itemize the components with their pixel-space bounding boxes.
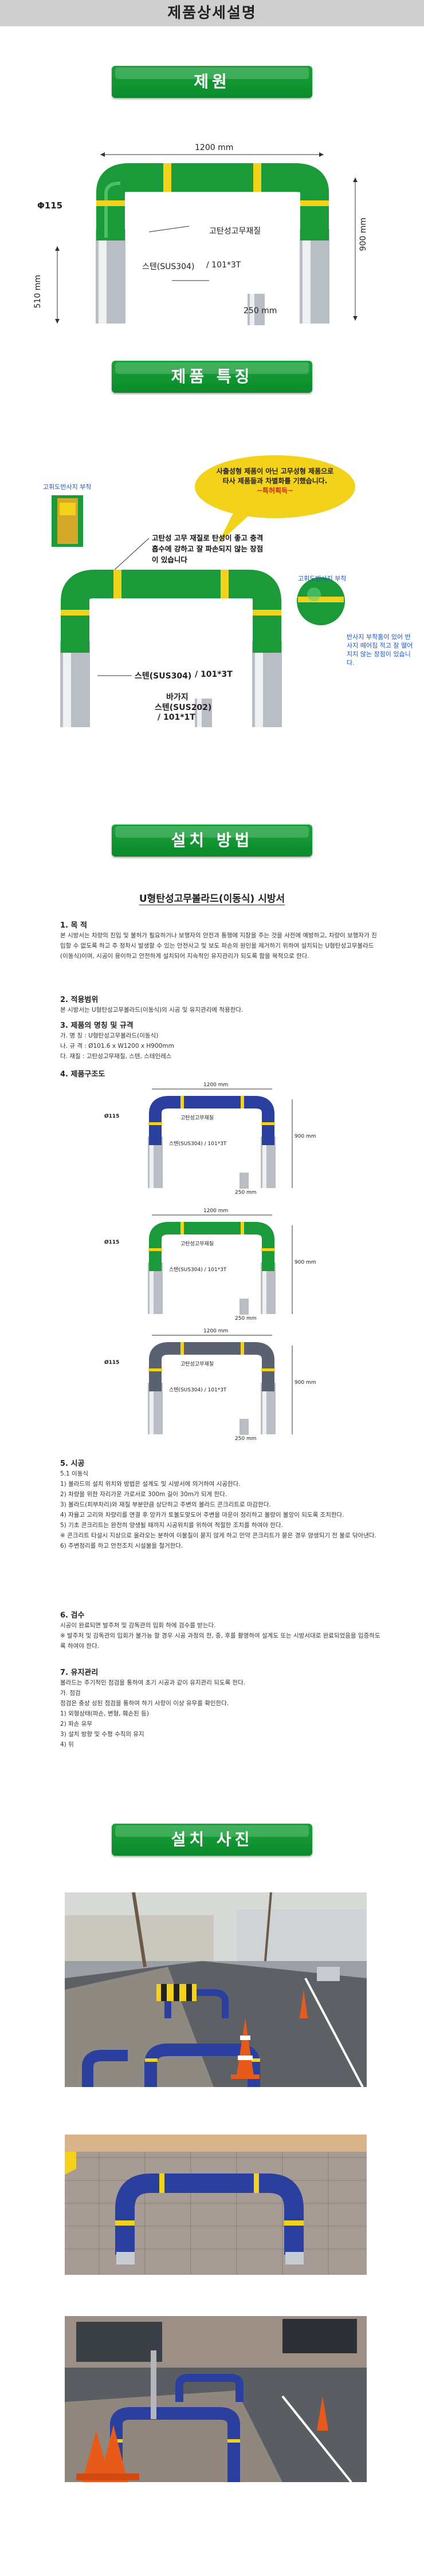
doc-s5-item: 6) 주변정리를 하고 안전조치 시설물을 철거한다.	[60, 1543, 183, 1549]
doc-s5-item: 3) 볼라드(피부차리)와 재질 부분만큼 상단하고 주변의 볼라드 콘크리트로…	[60, 1501, 271, 1508]
doc-s3-title: 3. 제품의 명칭 및 규격	[60, 1021, 134, 1030]
doc-s5-list: 5.1 이동식 1) 볼라드의 설치 위치와 방법은 설계도 및 시방서에 의거…	[60, 1469, 381, 1551]
doc-s5-item: 1) 볼라드의 설치 위치와 방법은 설계도 및 시방서에 의거하여 시공한다.	[60, 1481, 241, 1488]
feature-cap-steel: 스텐(SUS202)	[155, 703, 212, 712]
section-header-features: 제품 특징	[112, 361, 312, 393]
structure-steel-label: 스텐(SUS304) / 101*3T	[169, 1141, 227, 1147]
feature-cap-spec: / 101*1T	[158, 713, 195, 722]
feature-reflective-label: 고휘도반사지 부착	[43, 483, 92, 491]
doc-s7-item: 볼라드는 주기적인 점검을 통하여 초기 시공과 같이 유지관리 되도록 한다.	[60, 1679, 246, 1686]
section-header-spec: 제원	[112, 66, 312, 98]
spec-steel-spec: / 101*3T	[206, 261, 241, 270]
install-photo-cones	[65, 2316, 367, 2482]
feature-callout: 사출성형 제품이 아닌 고무성형 제품으로 타사 제품들과 차별화를 기했습니다…	[206, 467, 344, 496]
feature-diagram	[52, 455, 355, 727]
spec-material-label: 고탄성고무재질	[209, 227, 261, 236]
doc-s2-body: 본 시방서는 U형탄성고무볼라드(이동식)의 시공 및 유지관리에 적용한다.	[60, 1007, 244, 1013]
feature-steel-spec: / 101*3T	[195, 670, 233, 679]
section-install-label: 설치 방법	[171, 831, 253, 850]
structure-steel-label: 스텐(SUS304) / 101*3T	[169, 1267, 227, 1273]
spec-steel-label: 스텐(SUS304)	[142, 262, 195, 271]
feature-reflective-right: 고휘도반사지 부착	[298, 575, 347, 582]
doc-s6-item: 시공이 완료되면 발주처 및 감독관의 입회 하에 검수를 받는다.	[60, 1622, 216, 1629]
doc-s7-item: 3) 설치 방향 및 수평 수직의 유지	[60, 1731, 144, 1738]
feature-reflective-note: 반사지 부착홈이 있어 반사지 떼어짐 적고 잘 떨어지지 않는 장점이 있습니…	[347, 633, 413, 666]
callout-line-1: 사출성형 제품이 아닌 고무성형 제품으로	[216, 467, 334, 475]
structure-base-label: 250 mm	[235, 1190, 257, 1196]
spec-height-label: 900 mm	[359, 218, 368, 251]
doc-s7-item: 점검은 충상 성된 점검을 통하여 하기 사항이 이상 유무를 확인한다.	[60, 1700, 229, 1707]
structure-material-label: 고탄성고무재질	[180, 1115, 214, 1121]
doc-s5-item: ※ 콘크리트 타설시 지상으로 올라오는 분하여 이물질이 묻지 않게 하고 만…	[60, 1532, 376, 1539]
doc-s7-item: 가. 점검	[60, 1690, 81, 1697]
spec-base-height-label: 510 mm	[33, 275, 42, 309]
doc-s6-item: ※ 발주처 및 감독관의 입회가 불가능 할 경우 시공 과정의 전, 중, 후…	[60, 1632, 380, 1650]
install-photo-pavers	[65, 2135, 367, 2275]
structure-material-label: 고탄성고무재질	[180, 1362, 214, 1367]
doc-s6-list: 시공이 완료되면 발주처 및 감독관의 입회 하에 검수를 받는다. ※ 발주처…	[60, 1620, 381, 1651]
doc-s2-title: 2. 적용범위	[60, 996, 99, 1004]
structure-width-label: 1200 mm	[203, 1208, 229, 1214]
feature-rubber-text: 고탄성 고무 재질로 탄성이 좋고 충격 흡수에 강하고 잘 파손되지 않는 장…	[152, 534, 264, 564]
doc-s7-item: 2) 파손 유무	[60, 1721, 93, 1727]
doc-s5-item: 5) 기초 콘크리트는 완전히 양생될 때까지 시공위치를 위하여 적절한 조치…	[60, 1522, 283, 1529]
doc-s5-title: 5. 시공	[60, 1459, 85, 1468]
section-photos-label: 설치 사진	[171, 1830, 253, 1849]
doc-s1-body: 본 시방서는 차량의 진입 및 불허가 필요하거나 보행자의 안전과 통행에 지…	[60, 932, 377, 960]
doc-s5-item: 5.1 이동식	[60, 1470, 89, 1477]
structure-drawing	[148, 1214, 293, 1315]
doc-s5-item: 4) 자율고 고리와 차량리를 연결 후 앙카가 토볼도맞도어 주변을 마운이 …	[60, 1512, 344, 1518]
structure-height-label: 900 mm	[295, 1134, 316, 1139]
doc-s3-item: 가. 명 칭 : U형탄성고무볼라드(이동식)	[60, 1032, 159, 1039]
structure-base-label: 250 mm	[235, 1316, 257, 1321]
spec-base-width-label: 250 mm	[244, 306, 277, 315]
doc-s3-list: 가. 명 칭 : U형탄성고무볼라드(이동식) 나. 규 격 : Ø101.6 …	[60, 1031, 381, 1062]
doc-s7-title: 7. 유지관리	[60, 1668, 99, 1677]
doc-s7-item: 4) 뒤	[60, 1741, 74, 1748]
structure-drawing	[148, 1088, 293, 1189]
section-header-install: 설치 방법	[112, 825, 312, 857]
section-header-photos: 설치 사진	[112, 1824, 312, 1856]
page-title: 제품상세설명	[0, 0, 424, 26]
document-title-text: U형탄성고무볼라드(이동식) 시방서	[139, 893, 285, 905]
callout-line-2: 타사 제품들과 차별화를 기했습니다.	[222, 477, 328, 485]
feature-cap-label: 바가지	[166, 693, 189, 702]
doc-s4-title: 4. 제품구조도	[60, 1070, 105, 1079]
structure-base-label: 250 mm	[235, 1436, 257, 1442]
callout-line-3: ~특허획득~	[256, 487, 294, 495]
doc-s6-title: 6. 검수	[60, 1611, 85, 1620]
install-photo-street	[65, 1892, 367, 2087]
structure-drawing	[148, 1335, 293, 1435]
doc-s3-item: 나. 규 격 : Ø101.6 x W1200 x H900mm	[60, 1043, 174, 1050]
doc-s5-item: 2) 차량을 위한 자리가운 가로서로 300m 길이 30m가 되게 한다.	[60, 1491, 227, 1498]
document-title: U형탄성고무볼라드(이동식) 시방서	[0, 890, 424, 905]
section-spec-label: 제원	[194, 72, 230, 91]
feature-steel-label: 스텐(SUS304)	[135, 672, 192, 681]
structure-steel-label: 스텐(SUS304) / 101*3T	[169, 1387, 227, 1393]
structure-width-label: 1200 mm	[203, 1328, 229, 1334]
structure-diameter-label: Ø115	[104, 1240, 120, 1245]
section-features-label: 제품 특징	[171, 367, 253, 386]
doc-s7-item: 1) 외형상태(파손, 변형, 훼손된 등)	[60, 1710, 149, 1717]
doc-s7-list: 볼라드는 주기적인 점검을 통하여 초기 시공과 같이 유지관리 되도록 한다.…	[60, 1678, 381, 1750]
structure-width-label: 1200 mm	[203, 1082, 229, 1088]
doc-s3-item: 다. 재질 : 고탄성고무재질, 스텐, 스테인레스	[60, 1053, 172, 1060]
structure-diameter-label: Ø115	[104, 1114, 120, 1119]
structure-height-label: 900 mm	[295, 1380, 316, 1386]
spec-diameter-label: Φ115	[37, 200, 63, 211]
doc-s1-title: 1. 목 적	[60, 921, 87, 930]
structure-height-label: 900 mm	[295, 1260, 316, 1265]
spec-diagram	[55, 152, 358, 325]
spec-width-label: 1200 mm	[195, 143, 234, 152]
structure-diameter-label: Ø115	[104, 1360, 120, 1366]
structure-material-label: 고탄성고무재질	[180, 1241, 214, 1247]
